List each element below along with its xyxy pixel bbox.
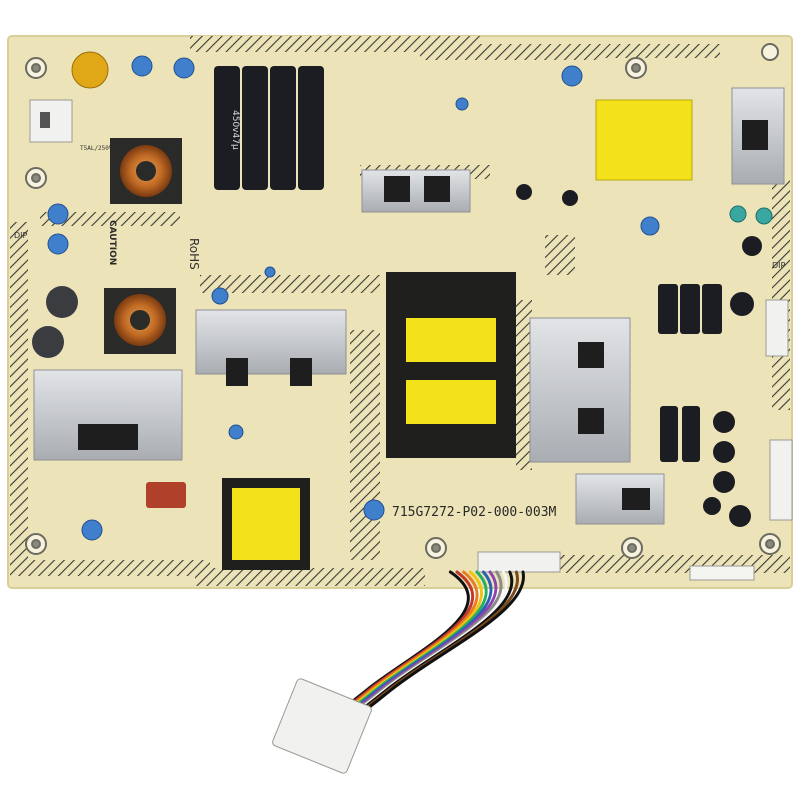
film-capacitor — [146, 482, 186, 508]
standby-transformer — [595, 99, 693, 181]
small-capacitors — [729, 205, 773, 225]
common-mode-choke-top — [110, 138, 182, 204]
main-transformer — [386, 272, 516, 458]
bulk-capacitors: 450v47μ — [214, 66, 324, 190]
y-capacitors — [47, 55, 660, 541]
output-connector-right — [765, 299, 789, 357]
ac-input-connector — [29, 99, 73, 143]
serial-sticker — [689, 565, 755, 581]
ntc-thermistor-2 — [32, 326, 64, 358]
caution-label: CAUTION — [107, 220, 117, 265]
dip-label-right: DIP — [772, 261, 786, 270]
bulk-cap-label: 450v47μ — [230, 110, 240, 150]
output-connector-bottom — [477, 551, 561, 573]
harness-plug[interactable] — [271, 678, 372, 775]
fuse-varistor — [71, 51, 109, 89]
power-transistors — [78, 120, 768, 510]
dip-label-left: DIP — [14, 231, 28, 240]
mounting-holes — [25, 43, 781, 559]
ntc-thermistor — [46, 286, 78, 318]
rohs-label: RoHS — [187, 238, 201, 270]
board-part-number: 715G7272-P02-000-003M — [392, 505, 557, 520]
output-connector-right-2 — [769, 439, 793, 521]
fuse-rating-label: T5AL/250V — [80, 145, 113, 152]
aux-transformer — [222, 478, 310, 570]
common-mode-choke-bottom — [104, 288, 176, 354]
output-capacitors — [516, 184, 762, 527]
